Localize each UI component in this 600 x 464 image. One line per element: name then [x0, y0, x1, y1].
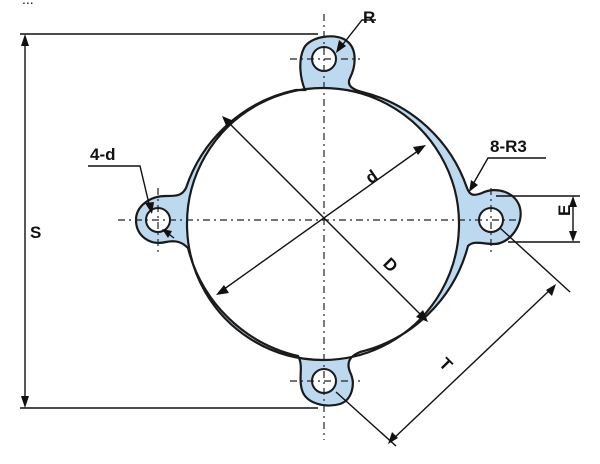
flange-outline — [134, 35, 522, 407]
flange-body — [134, 35, 522, 407]
label-S: S — [30, 223, 41, 242]
dim-S: S — [20, 33, 318, 409]
label-d: d — [362, 166, 381, 188]
center-lines — [118, 14, 520, 440]
label-8R3: 8-R3 — [490, 137, 527, 156]
dim-4d: 4-d — [88, 145, 175, 239]
label-4d: 4-d — [90, 145, 116, 164]
header-text: ... — [22, 0, 34, 7]
label-R: R — [363, 8, 375, 27]
dim-E: E — [496, 195, 580, 243]
dim-D: D — [222, 116, 428, 322]
dim-8R3: 8-R3 — [469, 137, 546, 192]
dim-R: R — [336, 8, 376, 53]
label-E: E — [555, 205, 574, 216]
label-D: D — [379, 254, 401, 276]
label-T: T — [435, 354, 456, 375]
